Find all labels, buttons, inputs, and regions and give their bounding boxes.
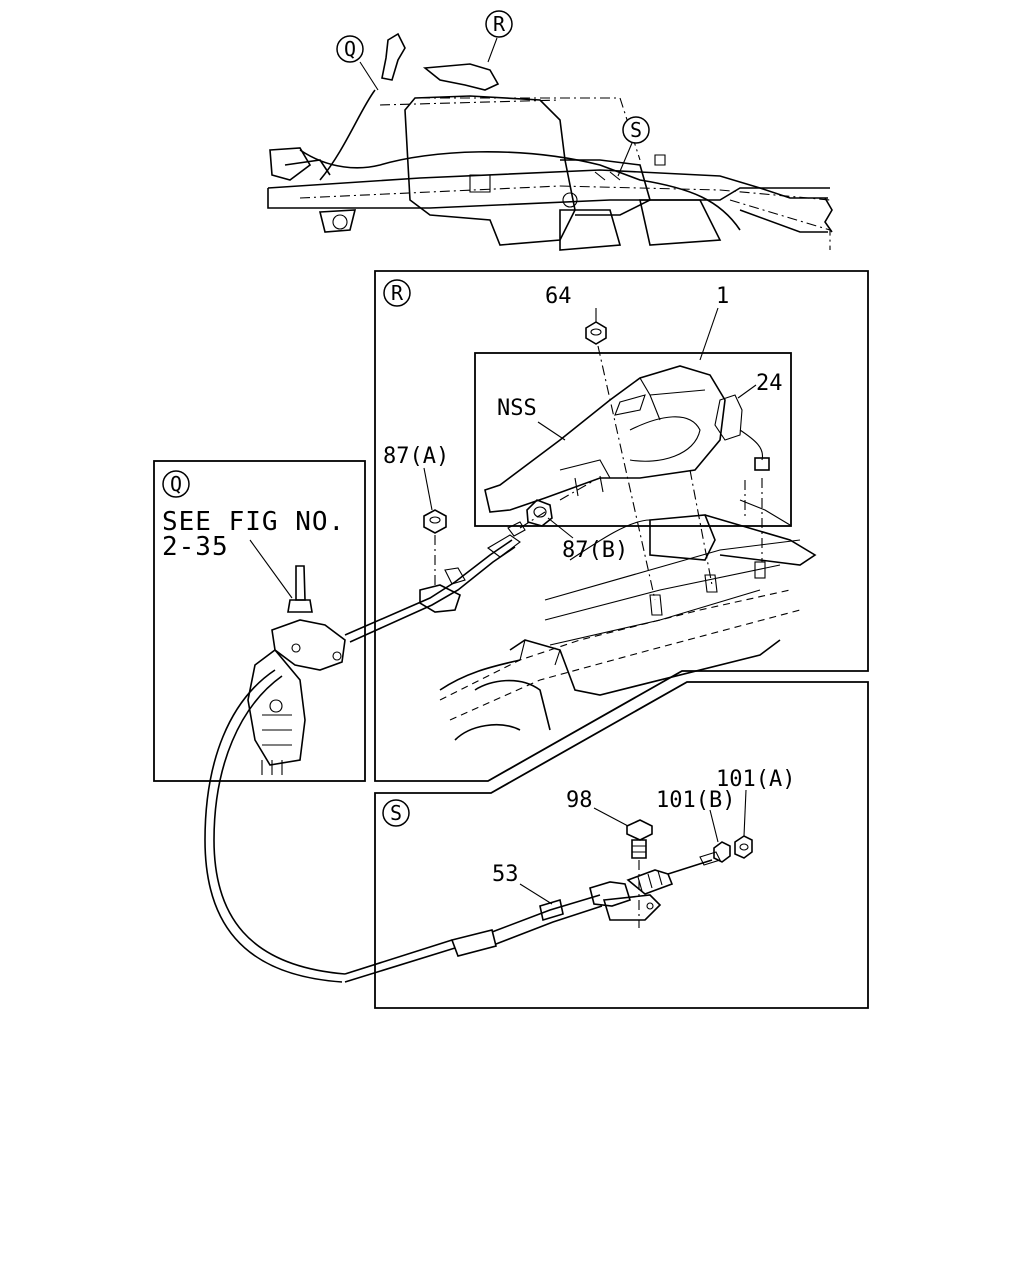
label-part-64: 64 xyxy=(545,284,572,309)
front-cable-assembly xyxy=(344,511,546,643)
label-part-101b: 101(B) xyxy=(656,788,735,813)
vehicle-overview-illustration xyxy=(267,32,833,251)
nut-64 xyxy=(585,321,663,616)
panel-r-badge-circle xyxy=(383,279,411,307)
label-part-87a: 87(A) xyxy=(383,444,449,469)
panel-r: R xyxy=(344,270,869,782)
rear-cable-53 xyxy=(344,851,721,983)
panel-r-badge: R xyxy=(391,281,404,305)
nut-87a xyxy=(423,509,447,585)
shift-lever-sketch xyxy=(247,565,346,775)
callout-q: Q xyxy=(336,35,364,63)
bolt-98 xyxy=(626,819,653,928)
label-part-1: 1 xyxy=(716,284,729,309)
rear-cable-run xyxy=(204,669,343,983)
callout-q-letter: Q xyxy=(344,37,356,61)
panel-s-frame xyxy=(374,681,869,1009)
panel-q-note-line2: 2-35 xyxy=(162,532,229,562)
nut-101b xyxy=(713,841,731,863)
panel-r-frame xyxy=(374,270,869,782)
panel-q-badge-circle xyxy=(162,470,190,498)
label-nss: NSS xyxy=(497,396,537,421)
panel-q-badge: Q xyxy=(170,472,182,496)
lever-detail-frame xyxy=(474,352,792,527)
floor-tunnel-sketch xyxy=(439,478,817,741)
panel-s-badge: S xyxy=(390,801,402,825)
nut-101a xyxy=(734,835,753,859)
callout-s-letter: S xyxy=(630,118,642,142)
panel-s: S xyxy=(344,681,869,1009)
parking-brake-lever xyxy=(484,365,770,513)
panel-q-note-line1: SEE FIG NO. xyxy=(162,507,345,537)
label-part-98: 98 xyxy=(566,788,593,813)
callout-s: S xyxy=(622,116,650,144)
panel-q: Q SEE FIG NO. 2-35 xyxy=(153,460,366,782)
panel-q-frame xyxy=(153,460,366,782)
callout-r-letter: R xyxy=(493,12,506,36)
label-part-53: 53 xyxy=(492,862,519,887)
callout-r: R xyxy=(485,10,513,38)
label-part-24: 24 xyxy=(756,371,783,396)
label-part-101a: 101(A) xyxy=(716,767,795,792)
panel-s-badge-circle xyxy=(382,799,410,827)
label-part-87b: 87(B) xyxy=(562,538,628,563)
nut-87b xyxy=(526,479,596,527)
